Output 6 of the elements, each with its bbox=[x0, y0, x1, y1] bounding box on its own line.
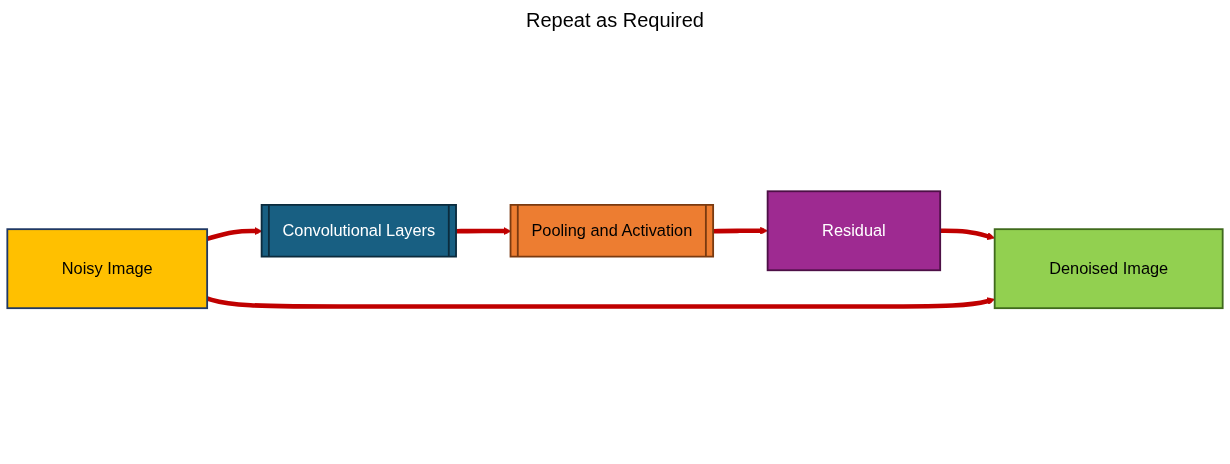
node-box: Noisy Image bbox=[6, 228, 209, 310]
node-box: Residual bbox=[766, 190, 942, 272]
arrow bbox=[713, 227, 768, 236]
arrow bbox=[456, 227, 512, 236]
node-box: Denoised Image bbox=[993, 228, 1224, 310]
bracket-label: Repeat as Required bbox=[526, 8, 704, 32]
